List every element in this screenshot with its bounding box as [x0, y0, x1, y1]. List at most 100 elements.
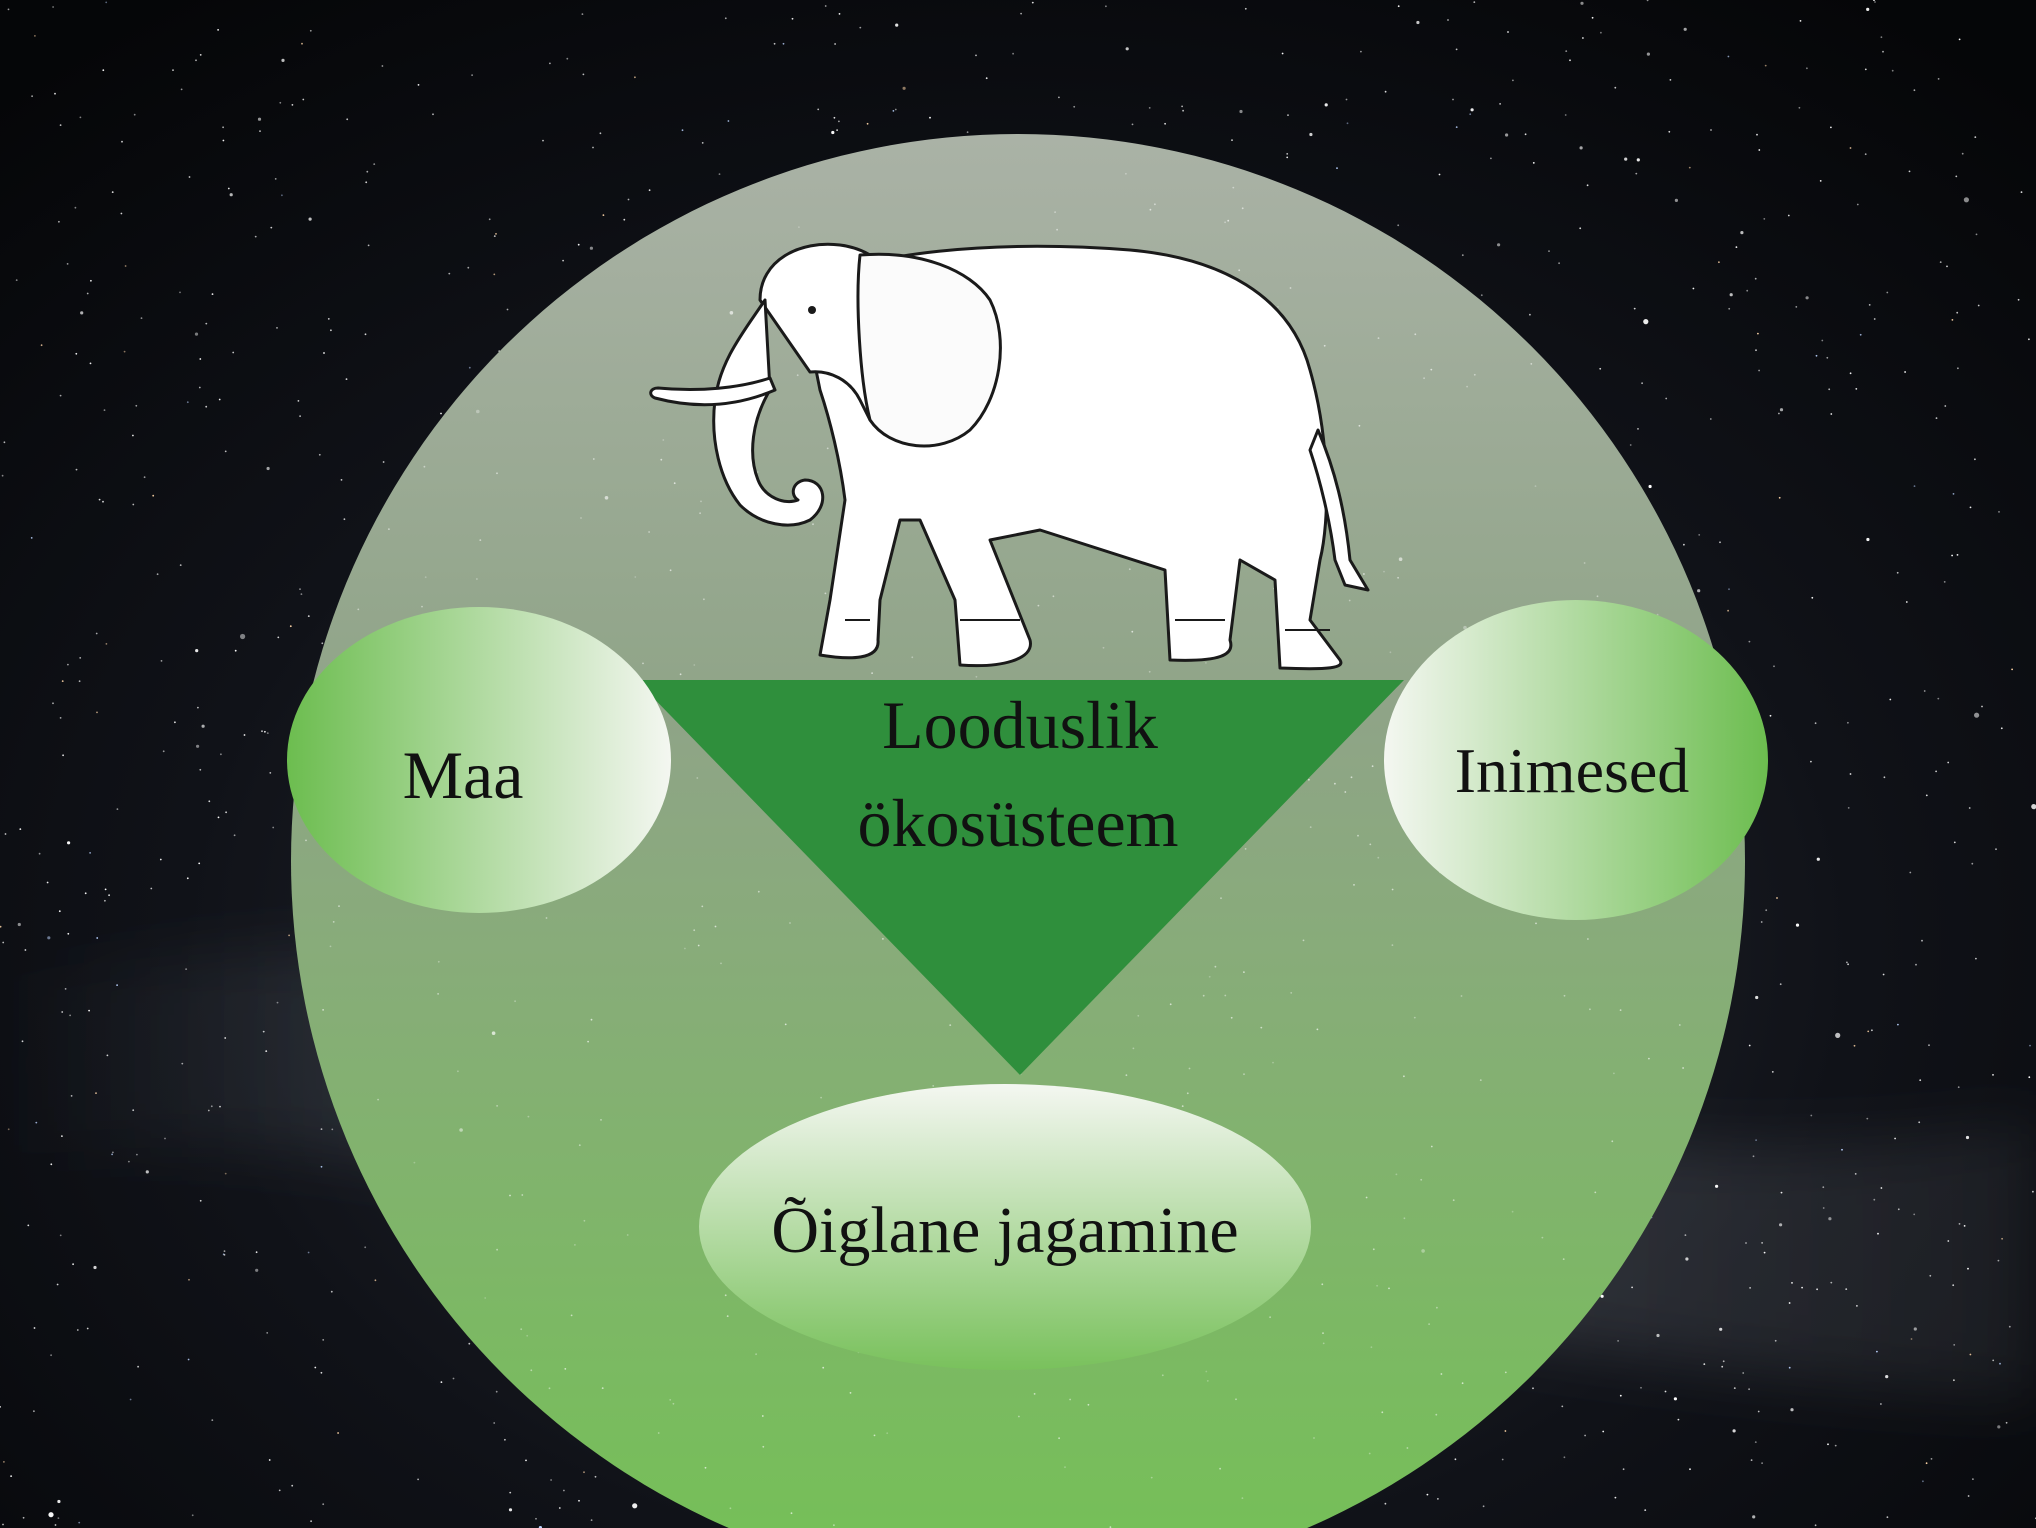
star	[1958, 1086, 1960, 1088]
star	[220, 753, 222, 755]
star	[80, 311, 83, 314]
circle-star	[1453, 1199, 1455, 1201]
star	[1913, 1214, 1915, 1216]
star	[774, 43, 776, 45]
circle-star	[1243, 1073, 1245, 1075]
star	[18, 923, 21, 926]
star	[507, 309, 509, 311]
circle-star	[791, 1512, 793, 1514]
circle-star	[1423, 377, 1425, 379]
star	[267, 732, 269, 734]
star	[825, 5, 827, 7]
star	[566, 58, 568, 60]
star	[279, 1490, 281, 1492]
circle-star	[1430, 369, 1432, 371]
star	[1245, 8, 1247, 10]
star	[1286, 157, 1288, 159]
star	[1909, 872, 1911, 874]
star	[1953, 1379, 1955, 1381]
star	[50, 1163, 52, 1165]
star	[1730, 293, 1733, 296]
star	[834, 117, 836, 119]
star	[16, 279, 18, 281]
star	[1975, 958, 1977, 960]
star	[365, 333, 367, 335]
star	[4, 441, 6, 443]
star	[1914, 1327, 1917, 1330]
star	[1649, 485, 1652, 488]
star	[208, 1110, 210, 1112]
circle-star	[571, 1315, 573, 1317]
node-label-bottom: Õiglane jagamine	[771, 1194, 1238, 1267]
star	[1282, 53, 1284, 55]
star	[1915, 964, 1917, 966]
star	[330, 329, 332, 331]
star	[1918, 1121, 1920, 1123]
star	[1788, 215, 1790, 217]
circle-star	[437, 993, 439, 995]
star	[269, 1459, 271, 1461]
star	[60, 395, 62, 397]
star	[188, 1359, 190, 1361]
circle-star	[1069, 1399, 1071, 1401]
star	[1959, 1223, 1961, 1225]
star	[1857, 204, 1859, 206]
star	[1529, 314, 1531, 316]
circle-star	[509, 1195, 511, 1197]
circle-star	[1363, 573, 1365, 575]
circle-star	[1392, 944, 1394, 946]
star	[382, 65, 384, 67]
circle-star	[1227, 220, 1229, 222]
star	[2, 942, 4, 944]
circle-star	[1461, 995, 1463, 997]
star	[1970, 1354, 1972, 1356]
star	[1073, 106, 1075, 108]
star	[67, 263, 69, 265]
star	[1532, 1387, 1534, 1389]
circle-star	[1620, 1009, 1622, 1011]
star	[582, 13, 584, 15]
circle-star	[1594, 1192, 1596, 1194]
circle-star	[1377, 857, 1379, 859]
star	[232, 352, 234, 354]
star	[1455, 1458, 1457, 1460]
circle-star	[1154, 203, 1156, 205]
star	[1721, 1366, 1723, 1368]
star	[1992, 1074, 1994, 1076]
star	[1999, 1363, 2001, 1365]
star	[1456, 49, 1458, 51]
star	[135, 405, 137, 407]
circle-star	[1058, 1437, 1060, 1439]
circle-star	[584, 1220, 586, 1222]
star	[1665, 398, 1667, 400]
circle-star	[822, 1367, 824, 1369]
star	[322, 1503, 324, 1505]
star	[1728, 56, 1730, 58]
star	[1385, 1503, 1387, 1505]
star	[255, 236, 257, 238]
star	[1647, 53, 1650, 56]
star	[628, 199, 630, 201]
circle-star	[730, 1507, 732, 1509]
circle-star	[1396, 1174, 1398, 1176]
star	[468, 1343, 470, 1345]
circle-star	[1399, 557, 1403, 561]
star	[1624, 158, 1627, 161]
star	[59, 910, 61, 912]
star	[225, 1173, 227, 1175]
star	[1758, 149, 1760, 151]
star	[200, 54, 202, 56]
star	[187, 401, 189, 403]
star	[77, 1329, 79, 1331]
star	[185, 968, 187, 970]
circle-star	[1187, 1092, 1189, 1094]
circle-star	[602, 1387, 604, 1389]
star	[1710, 129, 1712, 131]
star	[1998, 511, 2000, 513]
star	[1728, 308, 1730, 310]
star	[197, 707, 199, 709]
star	[67, 664, 69, 666]
star	[80, 117, 82, 119]
star	[1751, 1459, 1753, 1461]
